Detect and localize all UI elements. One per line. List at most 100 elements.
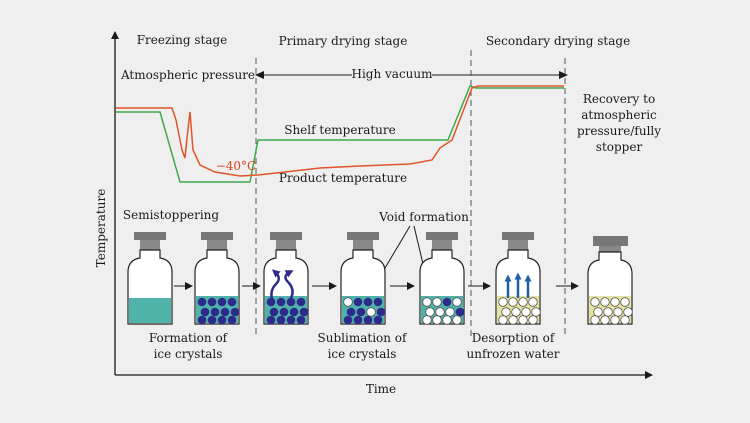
ice-crystal (220, 307, 230, 317)
desorption-caption-1: Desorption of (472, 331, 556, 345)
void-pore (603, 307, 613, 317)
recovery-line-1: Recovery to (583, 92, 655, 106)
ice-crystal (217, 297, 227, 307)
formation-caption-2: ice crystals (154, 347, 223, 361)
shelf-temperature-label: Shelf temperature (284, 123, 396, 137)
ice-crystal (230, 307, 240, 317)
ice-crystal (455, 307, 465, 317)
ice-crystal (227, 297, 237, 307)
desorption-caption-2: unfrozen water (467, 347, 560, 361)
pores (498, 297, 541, 325)
y-axis-label: Temperature (94, 189, 108, 268)
void-pore (498, 297, 508, 307)
void-pore (435, 307, 445, 317)
void-pore (528, 315, 538, 325)
void-pore (425, 307, 435, 317)
void-pore (610, 297, 620, 307)
void-pore (590, 315, 600, 325)
void-pore (600, 315, 610, 325)
void-pore (442, 315, 452, 325)
vial-sublimation-end (419, 232, 465, 325)
ice-crystal (279, 307, 289, 317)
ice-crystal (207, 315, 217, 325)
vacuum-label-backdrop (352, 65, 432, 81)
ice-crystal (356, 307, 366, 317)
ice-crystal (197, 297, 207, 307)
x-axis-label: Time (366, 382, 396, 396)
void-pore (613, 307, 623, 317)
void-pore (422, 315, 432, 325)
ice-crystals (197, 297, 240, 325)
vial-cap (502, 232, 534, 240)
void-pore (518, 315, 528, 325)
formation-caption-1: Formation of (149, 331, 229, 345)
ice-crystal (373, 297, 383, 307)
void-pore (518, 297, 528, 307)
ice-crystal (353, 315, 363, 325)
minus-40-label: −40°C (216, 159, 257, 173)
ice-crystal (227, 315, 237, 325)
vial-cap (134, 232, 166, 240)
void-pore (511, 307, 521, 317)
vial-cap (426, 232, 458, 240)
product-temperature-curve (116, 85, 564, 177)
void-pore (623, 307, 633, 317)
recovery-line-2: atmospheric (581, 108, 657, 122)
ice-crystal (442, 297, 452, 307)
vial-cap (593, 236, 628, 246)
vial-desorption (495, 232, 541, 325)
void-pore (620, 315, 630, 325)
vial-cap (347, 232, 379, 240)
ice-crystals (266, 297, 309, 325)
ice-crystal (266, 315, 276, 325)
void-pore (366, 307, 376, 317)
recovery-line-3: pressure/fully (577, 124, 661, 138)
stage-label-primary: Primary drying stage (279, 34, 408, 48)
void-pore (620, 297, 630, 307)
ice-crystal (343, 315, 353, 325)
vial-stopper (508, 240, 528, 250)
vial-stopper (353, 240, 373, 250)
ice-crystal (269, 307, 279, 317)
void-pore (508, 297, 518, 307)
ice-crystal (373, 315, 383, 325)
void-pore (610, 315, 620, 325)
void-pore (452, 315, 462, 325)
ice-crystal (286, 297, 296, 307)
vapor-arrow-icon (284, 270, 294, 301)
stage-label-freezing: Freezing stage (137, 33, 228, 47)
ice-crystal (353, 297, 363, 307)
ice-crystal (296, 315, 306, 325)
vial-sublimation-start (263, 232, 309, 325)
vial-stopper (207, 240, 227, 250)
vial-liquid (127, 232, 173, 325)
ice-crystal (210, 307, 220, 317)
recovery-line-4: stopper (596, 140, 643, 154)
sublimation-caption-2: ice crystals (328, 347, 397, 361)
void-pore (343, 297, 353, 307)
void-pore (521, 307, 531, 317)
ice-crystal (217, 315, 227, 325)
void-pore (528, 297, 538, 307)
vial-stopper (140, 240, 160, 250)
void-pore (452, 297, 462, 307)
void-pore (508, 315, 518, 325)
void-pore (422, 297, 432, 307)
atmospheric-pressure-label: Atmospheric pressure (120, 68, 255, 82)
ice-crystal (276, 315, 286, 325)
ice-crystal (200, 307, 210, 317)
vial-stopper (276, 240, 296, 250)
product-temperature-label: Product temperature (279, 171, 407, 185)
vial-cap (201, 232, 233, 240)
vial-stopper (432, 240, 452, 250)
void-pore (432, 315, 442, 325)
vial-sublimation-voids (340, 232, 386, 325)
ice-crystal (286, 315, 296, 325)
void-pore (590, 297, 600, 307)
vial-cap (270, 232, 302, 240)
void-pore (498, 315, 508, 325)
vial-frozen (194, 232, 240, 325)
stage-label-secondary: Secondary drying stage (486, 34, 630, 48)
